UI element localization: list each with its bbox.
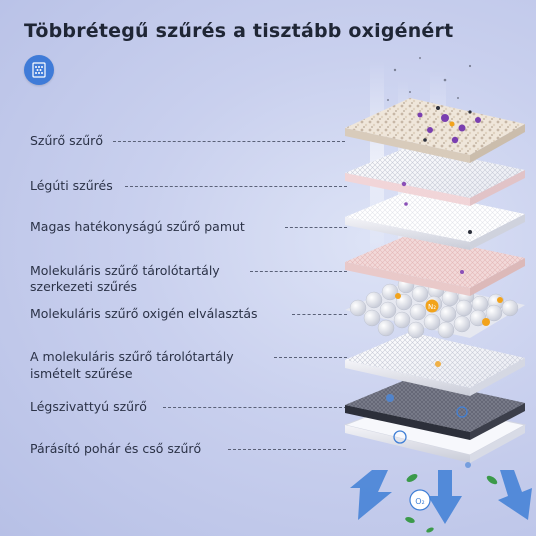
airflow-arrow-right [498, 470, 532, 520]
layer-6-sieve-tank-refilter [345, 332, 525, 396]
layer-1-coarse-filter [345, 98, 525, 163]
leader-line-1 [113, 141, 345, 142]
airflow-arrows [350, 470, 532, 524]
filter-layers-icon [24, 55, 54, 85]
label-layer-2: Légúti szűrés [30, 178, 113, 193]
airflow-arrow-left [350, 470, 392, 520]
airflow-arrow-center [428, 470, 462, 524]
label-layer-4-line2: szerkezeti szűrés [30, 279, 138, 294]
leader-line-6 [274, 357, 347, 358]
leader-line-2 [125, 186, 347, 187]
label-layer-4-line1: Molekuláris szűrő tárolótartály [30, 263, 220, 278]
page-title: Többrétegű szűrés a tisztább oxigénért [24, 20, 454, 42]
layer-5-molecular-sieve-oxygen-separation: N₂ [345, 276, 525, 339]
leaf-icons [405, 474, 498, 533]
label-layer-6-line2: ismételt szűrése [30, 366, 133, 381]
leader-line-4 [250, 271, 347, 272]
layer-7-air-pump-filter [345, 378, 525, 440]
oxygen-molecule-label: O₂ [415, 497, 425, 506]
label-layer-1: Szűrő szűrő [30, 133, 103, 148]
label-layer-8: Párásító pohár és cső szűrő [30, 441, 202, 456]
leader-line-8 [228, 449, 346, 450]
label-layer-3: Magas hatékonyságú szűrő pamut [30, 219, 245, 234]
layer-3-hepa-cotton [345, 190, 525, 250]
label-layer-5: Molekuláris szűrő oxigén elválasztás [30, 306, 258, 321]
leader-line-5 [292, 314, 347, 315]
label-layer-6-line1: A molekuláris szűrő tárolótartály [30, 349, 234, 364]
leader-line-3 [285, 227, 347, 228]
leader-line-7 [163, 407, 347, 408]
oxygen-bubble-icon: O₂ [409, 489, 431, 511]
nitrogen-molecule-label: N₂ [428, 303, 436, 311]
layer-2-airway-filter [345, 146, 525, 206]
layer-4-sieve-tank-structure [345, 234, 525, 296]
label-layer-7: Légszivattyú szűrő [30, 399, 147, 414]
